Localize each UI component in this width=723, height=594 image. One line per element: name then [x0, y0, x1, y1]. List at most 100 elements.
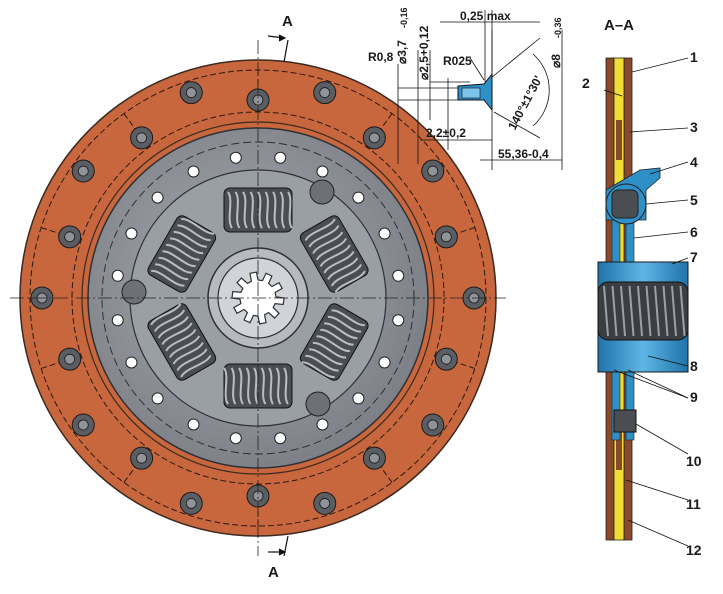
- plate-rivet: [316, 165, 329, 178]
- spring-coil: [162, 250, 196, 268]
- facing-rivet-hole: [427, 165, 439, 177]
- spring-coil: [323, 250, 355, 274]
- callout-9: 9: [690, 389, 698, 405]
- section-spring: [597, 281, 689, 341]
- spring-coil: [283, 367, 289, 405]
- spring-coil: [242, 191, 248, 229]
- spring-coil: [151, 269, 185, 287]
- plate-rivet: [187, 418, 200, 431]
- section-spring-coils: [603, 285, 686, 337]
- spring-coil: [304, 218, 336, 242]
- spring-coil: [308, 224, 340, 248]
- dim-d8-tol: -0,36: [553, 17, 563, 38]
- dim-thickness: 2,2±0,2: [426, 126, 466, 140]
- dim-d25: ⌀2,5+0,12: [417, 25, 431, 80]
- section-view: [597, 57, 689, 547]
- plate-rivet: [229, 151, 242, 164]
- section-coil: [611, 285, 618, 337]
- dim-r025: R025: [443, 54, 472, 68]
- spring-coil: [260, 367, 267, 405]
- section-mark-bottom: A: [268, 564, 279, 581]
- plate-rivet: [111, 269, 124, 282]
- spring-coil: [161, 322, 193, 346]
- section-coil: [645, 285, 652, 337]
- damper-spring: [223, 363, 293, 409]
- spring-coil: [324, 322, 358, 340]
- facing-rivet-hole: [64, 231, 76, 243]
- plate-rivet: [274, 432, 287, 445]
- spring-coil: [227, 191, 233, 229]
- plate-rivet: [274, 151, 287, 164]
- facing-rivet-hole: [440, 353, 452, 365]
- spring-coil: [319, 244, 351, 268]
- spring-coil: [158, 256, 192, 274]
- facing-rivet-hole: [440, 231, 452, 243]
- rivet-detail: [397, 10, 563, 170]
- spring-coil: [253, 367, 259, 405]
- spring-coil: [150, 303, 182, 326]
- spring-coil: [176, 348, 208, 372]
- dim-d37-tol: -0,16: [399, 7, 409, 28]
- spring-coil: [154, 309, 186, 333]
- spring-coil: [279, 191, 286, 229]
- facing-rivet-hole: [64, 353, 76, 365]
- plate-rivet: [125, 356, 138, 369]
- dim-r08: R0,8: [368, 50, 394, 64]
- facing-rivet-hole: [427, 419, 439, 431]
- spring-coil: [312, 341, 347, 359]
- facing-rivet-hole: [77, 165, 89, 177]
- spring-coil: [287, 191, 293, 229]
- callout-4: 4: [690, 154, 698, 170]
- plate-rivet: [151, 191, 164, 204]
- callout-1: 1: [690, 49, 698, 65]
- spring-coil: [169, 237, 204, 255]
- plate-rivet: [229, 432, 242, 445]
- facing-rivet-hole: [368, 132, 380, 144]
- callout-leaders: [603, 57, 689, 547]
- section-mark-top: A: [282, 13, 293, 30]
- plate-rivet: [352, 392, 365, 405]
- spring-coil: [238, 367, 244, 405]
- plate-rivet: [378, 227, 391, 240]
- spring-coil: [312, 231, 344, 255]
- spring-coil: [166, 244, 200, 261]
- spring-coil: [172, 341, 204, 365]
- rivet-body: [457, 72, 493, 112]
- callout-5: 5: [690, 192, 698, 208]
- facing-rivet-hole: [185, 498, 197, 509]
- spring-coil: [334, 270, 366, 293]
- spring-coil: [315, 237, 347, 261]
- facing-rivet-hole: [136, 452, 148, 464]
- spring-coil: [309, 348, 343, 365]
- spring-coil: [180, 354, 212, 378]
- spring-coil: [230, 367, 237, 405]
- facing-rivet-hole: [136, 132, 148, 144]
- spring-coil: [249, 191, 256, 229]
- dim-length: 55,36-0,4: [498, 147, 549, 161]
- spring-coil: [264, 191, 271, 229]
- callout-8: 8: [690, 358, 698, 374]
- facing-rivet-hole: [319, 498, 331, 509]
- callout-10: 10: [686, 453, 702, 469]
- spring-coil: [245, 367, 252, 405]
- section-coil: [679, 285, 686, 337]
- section-coil: [654, 285, 660, 337]
- plate-rivet: [392, 314, 405, 327]
- plate-rivets: [111, 151, 405, 445]
- callout-2: 2: [582, 75, 590, 91]
- plate-rivet: [378, 356, 391, 369]
- spring-coil: [177, 224, 211, 242]
- damper-spring: [223, 187, 293, 233]
- facing-rivets: [30, 81, 486, 515]
- section-coil: [620, 285, 626, 337]
- damper-spring: [147, 215, 217, 293]
- section-coil: [603, 285, 609, 337]
- facing-rivet-hole: [77, 419, 89, 431]
- damper-spring: [299, 303, 369, 381]
- dim-d37: ⌀3,7: [395, 40, 409, 64]
- plate-rivet: [151, 392, 164, 405]
- spring-coil: [234, 191, 241, 229]
- plate-rivet: [125, 227, 138, 240]
- spring-coil: [327, 257, 359, 281]
